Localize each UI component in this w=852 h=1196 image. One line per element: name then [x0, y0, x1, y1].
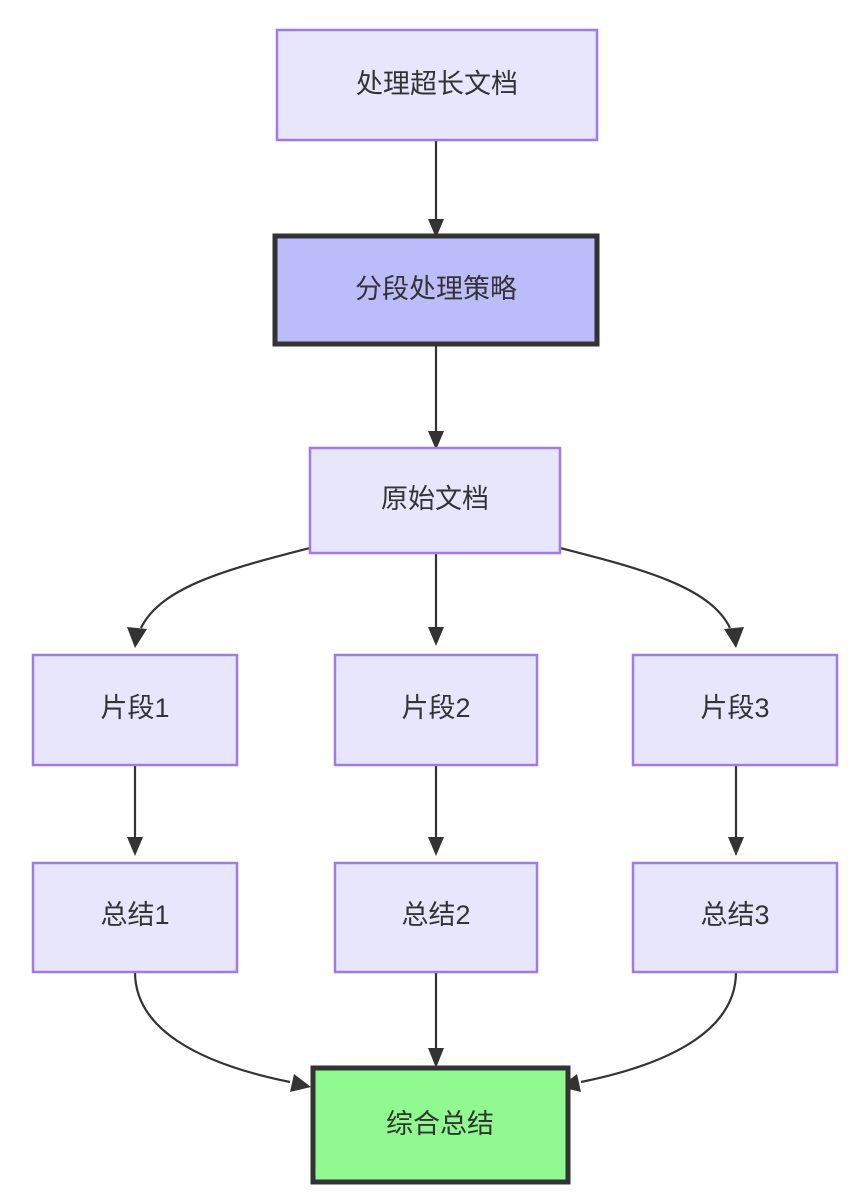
edge-summary3-to-final [560, 971, 738, 1092]
edge-source-to-segment2 [428, 553, 444, 646]
edge-segment1-to-summary1 [127, 765, 143, 856]
edge-segment3-to-summary3 [728, 765, 744, 856]
arrowhead [127, 837, 143, 856]
edge-summary2-to-final [428, 972, 444, 1068]
node-summary-2[interactable]: 总结2 [333, 861, 539, 974]
arrowhead [428, 837, 444, 856]
node-box[interactable] [275, 28, 599, 142]
node-segment-2[interactable]: 片段2 [333, 653, 539, 767]
edge-strategy-to-source [428, 343, 444, 450]
node-summary-3[interactable]: 总结3 [631, 861, 839, 974]
node-box[interactable] [31, 861, 239, 974]
node-chunking-strategy[interactable]: 分段处理策略 [272, 233, 600, 347]
edge-source-to-segment3 [559, 546, 744, 648]
edge-line [580, 971, 738, 1084]
arrowhead [428, 431, 444, 450]
node-source-document[interactable]: 原始文档 [308, 446, 562, 555]
node-box[interactable] [308, 446, 562, 555]
edge-line [559, 546, 731, 629]
node-box[interactable] [631, 653, 839, 767]
edge-summary1-to-final [133, 971, 311, 1092]
arrowhead [428, 627, 444, 646]
node-box[interactable] [310, 1065, 571, 1185]
edge-line [133, 971, 291, 1084]
node-segment-1[interactable]: 片段1 [31, 653, 239, 767]
node-box[interactable] [333, 861, 539, 974]
edge-source-to-segment1 [127, 546, 311, 648]
node-process-long-document[interactable]: 处理超长文档 [275, 28, 599, 142]
arrowhead [428, 1048, 444, 1068]
node-final-summary[interactable]: 综合总结 [310, 1065, 571, 1185]
node-layer: 处理超长文档 分段处理策略 原始文档 片段1 片段2 片段3 [31, 28, 839, 1185]
arrowhead [290, 1074, 311, 1092]
node-box[interactable] [272, 233, 600, 347]
node-box[interactable] [333, 653, 539, 767]
node-box[interactable] [31, 653, 239, 767]
node-box[interactable] [631, 861, 839, 974]
node-summary-1[interactable]: 总结1 [31, 861, 239, 974]
arrowhead [728, 837, 744, 856]
node-segment-3[interactable]: 片段3 [631, 653, 839, 767]
arrowhead [428, 219, 444, 238]
arrowhead [127, 627, 147, 648]
edge-layer [127, 140, 744, 1092]
edge-segment2-to-summary2 [428, 765, 444, 856]
edge-line [140, 546, 311, 629]
arrowhead [724, 627, 744, 648]
edge-doc-to-strategy [428, 140, 444, 238]
